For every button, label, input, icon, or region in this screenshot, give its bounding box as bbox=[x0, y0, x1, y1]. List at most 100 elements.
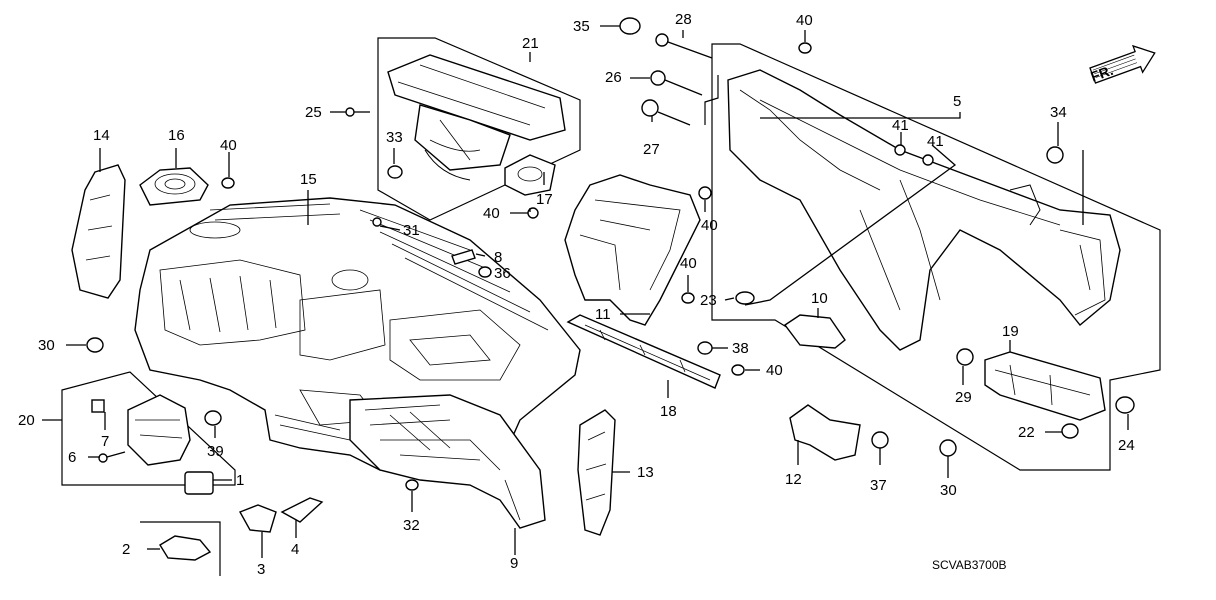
leader-lines bbox=[42, 25, 1129, 558]
bolt-38 bbox=[697, 341, 713, 355]
clip-39 bbox=[204, 410, 222, 426]
screw-6 bbox=[98, 451, 126, 463]
steering-hanger-beam bbox=[727, 69, 1121, 351]
callout-22: 22 bbox=[1018, 424, 1035, 441]
callout-13: 13 bbox=[637, 464, 654, 481]
direction-label: FR. bbox=[1088, 62, 1115, 85]
callout-41b: 41 bbox=[927, 133, 944, 150]
bolt-41b bbox=[922, 154, 934, 166]
callout-40a: 40 bbox=[796, 12, 813, 29]
callout-40d: 40 bbox=[701, 217, 718, 234]
callout-23: 23 bbox=[700, 292, 717, 309]
steering-hanger-group-box bbox=[711, 43, 1161, 471]
callout-19: 19 bbox=[1002, 323, 1019, 340]
grommet-35 bbox=[619, 17, 641, 35]
bolt-40b bbox=[221, 177, 235, 189]
bolt-22 bbox=[1061, 423, 1079, 439]
callout-15: 15 bbox=[300, 171, 317, 188]
part-4 bbox=[280, 497, 324, 523]
bracket-19 bbox=[984, 351, 1106, 421]
bolt-37 bbox=[871, 431, 889, 449]
nut-32 bbox=[405, 479, 419, 491]
callout-10: 10 bbox=[811, 290, 828, 307]
center-frame-11 bbox=[564, 174, 701, 326]
callout-28: 28 bbox=[675, 11, 692, 28]
clip-36 bbox=[478, 266, 492, 278]
callout-34: 34 bbox=[1050, 104, 1067, 121]
bolt-40f bbox=[731, 364, 745, 376]
bolt-41a bbox=[894, 144, 906, 156]
clip-8 bbox=[451, 249, 476, 265]
callout-5: 5 bbox=[953, 93, 961, 110]
lower-panel bbox=[349, 394, 546, 529]
screw-31 bbox=[372, 217, 382, 227]
front-direction-arrow: FR. bbox=[1088, 44, 1156, 85]
callout-20: 20 bbox=[18, 412, 35, 429]
screw-27 bbox=[641, 99, 691, 126]
bracket-12 bbox=[789, 404, 861, 461]
sensor-bracket bbox=[140, 521, 221, 576]
bolt-40d bbox=[698, 186, 712, 200]
nut-34 bbox=[1046, 146, 1064, 164]
left-side-cover bbox=[71, 164, 126, 299]
callout-30a: 30 bbox=[38, 337, 55, 354]
bolt-30a bbox=[86, 337, 104, 353]
bolt-29 bbox=[956, 348, 974, 366]
bolt-24 bbox=[1115, 396, 1135, 414]
callout-12: 12 bbox=[785, 471, 802, 488]
callout-40e: 40 bbox=[680, 255, 697, 272]
callout-2: 2 bbox=[122, 541, 130, 558]
callout-25: 25 bbox=[305, 104, 322, 121]
callout-17: 17 bbox=[536, 191, 553, 208]
callout-18: 18 bbox=[660, 403, 677, 420]
right-side-cover bbox=[577, 409, 616, 536]
callout-3: 3 bbox=[257, 561, 265, 578]
screw-group-bracket bbox=[704, 75, 719, 125]
callout-6: 6 bbox=[68, 449, 76, 466]
callout-21: 21 bbox=[522, 35, 539, 52]
screw-28 bbox=[655, 33, 713, 59]
callout-11: 11 bbox=[595, 306, 611, 323]
callout-37: 37 bbox=[870, 477, 887, 494]
callout-36: 36 bbox=[494, 265, 511, 282]
callout-8: 8 bbox=[494, 249, 502, 266]
airbag-group-box bbox=[377, 37, 581, 221]
part-3 bbox=[238, 504, 277, 533]
switch-group-box bbox=[61, 371, 236, 486]
callout-40b: 40 bbox=[220, 137, 237, 154]
passenger-airbag bbox=[387, 54, 566, 181]
nut-33 bbox=[387, 165, 403, 179]
callout-33: 33 bbox=[386, 129, 403, 146]
bolt-40e bbox=[681, 292, 695, 304]
callout-39: 39 bbox=[207, 443, 224, 460]
airbag-bracket-17 bbox=[504, 154, 556, 196]
callout-38: 38 bbox=[732, 340, 749, 357]
callout-24: 24 bbox=[1118, 437, 1135, 454]
switch-1 bbox=[184, 471, 214, 495]
bolt-40a bbox=[798, 42, 812, 54]
speaker-16 bbox=[139, 167, 209, 206]
callout-16: 16 bbox=[168, 127, 185, 144]
callout-14: 14 bbox=[93, 127, 110, 144]
callout-1: 1 bbox=[236, 472, 244, 489]
diagram-code: SCVAB3700B bbox=[932, 558, 1007, 572]
screw-26 bbox=[650, 70, 703, 96]
callout-35: 35 bbox=[573, 18, 590, 35]
screw-25 bbox=[345, 107, 370, 117]
switch-assembly-20 bbox=[127, 394, 191, 466]
callout-27: 27 bbox=[643, 141, 660, 158]
callout-9: 9 bbox=[510, 555, 518, 572]
bracket-10 bbox=[783, 314, 846, 349]
callout-40f: 40 bbox=[766, 362, 783, 379]
callout-7: 7 bbox=[101, 433, 109, 450]
sensor-2 bbox=[159, 535, 212, 561]
callout-41a: 41 bbox=[892, 117, 909, 134]
duct-18 bbox=[566, 314, 721, 389]
bolt-30b bbox=[939, 439, 957, 457]
callout-32: 32 bbox=[403, 517, 420, 534]
callout-labels: 1 2 3 4 5 6 7 8 9 10 11 12 13 14 15 16 1… bbox=[18, 11, 1135, 578]
callout-26: 26 bbox=[605, 69, 622, 86]
callout-40c: 40 bbox=[483, 205, 500, 222]
